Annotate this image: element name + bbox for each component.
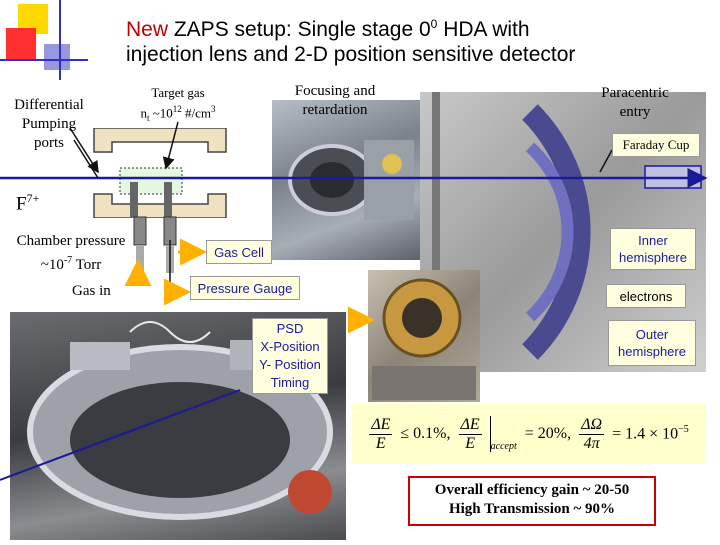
- psd-line1: PSD: [276, 321, 304, 336]
- inner-line2: hemisphere: [619, 250, 687, 265]
- electrons-label: electrons: [606, 284, 686, 308]
- faraday-cup-label: Faraday Cup: [612, 133, 700, 157]
- frac2: ΔE E: [458, 415, 482, 453]
- focusing-line1: Focusing and: [294, 83, 376, 99]
- td-mid: ~10: [149, 105, 173, 121]
- td-sup2: 3: [211, 104, 216, 114]
- chamber-pressure-label: Chamber pressure ~10-7 Torr: [4, 232, 138, 275]
- accept-value: = 20%,: [524, 425, 572, 442]
- corner-decoration: [0, 0, 90, 80]
- frac1-num: ΔE: [369, 415, 393, 435]
- outer-hemisphere-label: Outer hemisphere: [608, 320, 696, 366]
- inner-hemisphere-label: Inner hemisphere: [610, 228, 696, 270]
- accept-sub: accept: [490, 441, 517, 452]
- target-gas-label: Target gas nt ~1012 #/cm3: [118, 84, 238, 127]
- title-line1: ZAPS setup: Single stage 0: [168, 18, 431, 41]
- psd-label: PSD X-Position Y- Position Timing: [252, 318, 328, 394]
- td-pre: n: [140, 105, 147, 121]
- page-title: New ZAPS setup: Single stage 00 HDA with…: [126, 12, 716, 67]
- gas-in-label: Gas in: [72, 283, 111, 299]
- differential-pumping-label: Differential Pumping ports: [4, 96, 94, 153]
- paracentric-label: Paracentric entry: [580, 84, 690, 122]
- chamber-sup: -7: [63, 255, 73, 266]
- title-sup: 0: [430, 17, 438, 31]
- psd-line3: Y- Position: [259, 357, 321, 372]
- resolution-formula: ΔE E ≤ 0.1%, ΔE E accept = 20%, ΔΩ 4π = …: [352, 404, 706, 464]
- ring-photo: [368, 270, 480, 402]
- chamber-schematic: [90, 127, 230, 219]
- frac2-num: ΔE: [458, 415, 482, 435]
- outer-line2: hemisphere: [618, 344, 686, 359]
- efficiency-box: Overall efficiency gain ~ 20-50 High Tra…: [408, 476, 656, 526]
- frac1-value: ≤ 0.1%,: [400, 425, 451, 442]
- ion-base: F: [16, 193, 27, 215]
- title-new: New: [126, 18, 169, 41]
- chamber-pre: ~10: [40, 257, 64, 273]
- differential-line3: ports: [34, 135, 64, 151]
- target-gas-line1: Target gas: [151, 85, 205, 100]
- differential-line2: Pumping: [21, 116, 77, 132]
- target-density: nt ~1012 #/cm3: [118, 101, 238, 127]
- title-line2: injection lens and 2-D position sensitiv…: [126, 43, 576, 66]
- frac2-den: E: [465, 434, 475, 452]
- psd-line2: X-Position: [260, 339, 320, 354]
- analyzer-photo: [272, 100, 422, 260]
- solid-val: = 1.4 × 10: [612, 425, 679, 443]
- paracentric-line2: entry: [619, 104, 651, 120]
- frac3-den: 4π: [583, 434, 600, 452]
- inner-line1: Inner: [638, 233, 668, 248]
- frac1-den: E: [375, 434, 386, 452]
- ion-label: F7+: [16, 191, 39, 215]
- efficiency-line1: Overall efficiency gain ~ 20-50: [434, 482, 630, 498]
- focusing-line2: retardation: [302, 102, 368, 118]
- frac3: ΔΩ 4π: [579, 415, 605, 453]
- efficiency-line2: High Transmission ~ 90%: [448, 501, 616, 517]
- frac1: ΔE E: [369, 415, 393, 453]
- solid-exp: −5: [678, 424, 689, 436]
- hemisphere-analyzer: [420, 92, 706, 372]
- chamber-line2: ~10-7 Torr: [4, 251, 138, 275]
- chamber-line1: Chamber pressure: [16, 233, 126, 249]
- td-sup: 12: [172, 104, 182, 114]
- title-line1-end: HDA with: [437, 18, 530, 41]
- pressure-gauge-label: Pressure Gauge: [190, 276, 300, 300]
- psd-line4: Timing: [270, 375, 310, 390]
- chamber-post: Torr: [72, 257, 102, 273]
- frac3-num: ΔΩ: [579, 415, 605, 435]
- accept-group: accept: [489, 416, 517, 452]
- paracentric-line1: Paracentric: [601, 85, 669, 101]
- gas-cell-label: Gas Cell: [206, 240, 272, 264]
- gas-feed-tubes: [130, 215, 190, 275]
- outer-line1: Outer: [635, 327, 669, 342]
- ion-sup: 7+: [26, 191, 40, 205]
- solid-angle-value: = 1.4 × 10−5: [612, 424, 689, 443]
- differential-line1: Differential: [14, 97, 84, 113]
- td-post: #/cm: [181, 105, 212, 121]
- td-sub: t: [146, 112, 150, 123]
- focusing-label: Focusing and retardation: [270, 82, 400, 120]
